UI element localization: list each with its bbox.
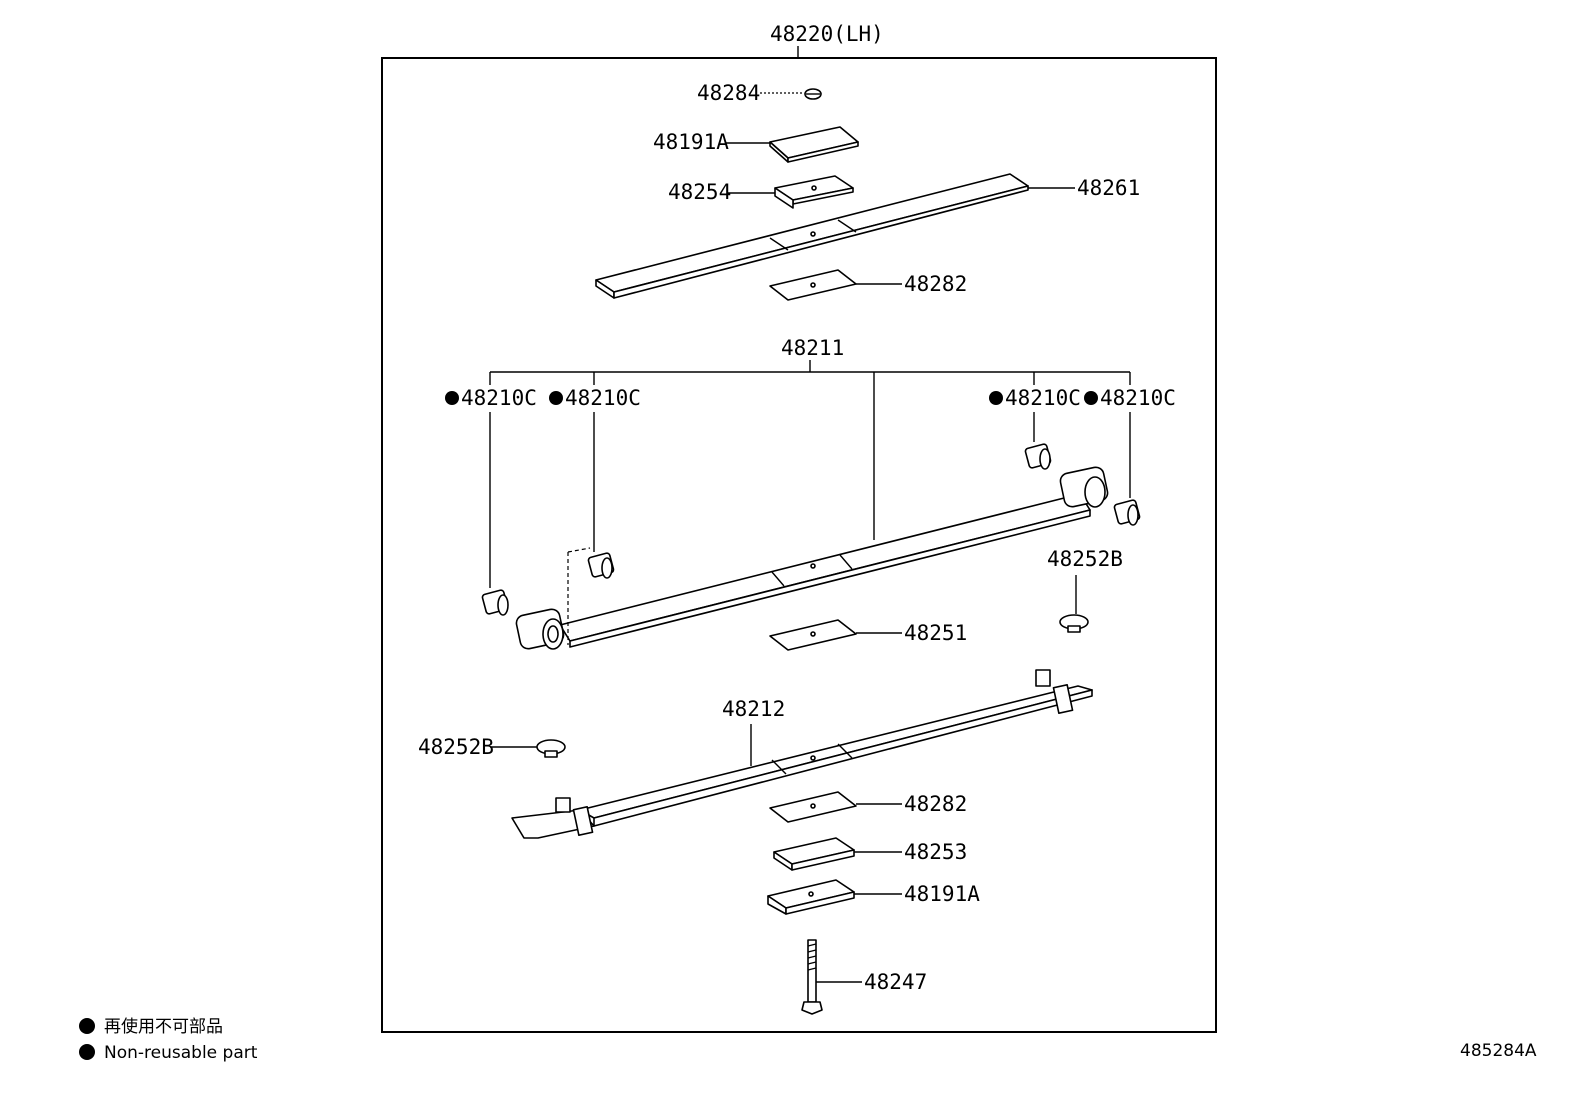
callout-48212: 48212 — [722, 697, 785, 721]
legend-english: Non-reusable part — [104, 1043, 258, 1063]
non-reusable-mark-4 — [1084, 391, 1098, 405]
callout-48282-top: 48282 — [904, 272, 967, 296]
part-48191A-top-pad — [769, 126, 859, 163]
part-48211-main-leaf — [515, 466, 1109, 650]
callout-48253: 48253 — [904, 840, 967, 864]
part-48254-plate — [774, 175, 854, 209]
callout-48252B-left: 48252B — [418, 735, 494, 759]
callout-48211: 48211 — [781, 336, 844, 360]
assembly-frame — [381, 57, 1217, 1033]
part-48282-bottom-pad — [769, 791, 857, 823]
legend-bullet-1 — [79, 1018, 95, 1034]
assembly-label: 48220(LH) — [770, 22, 884, 46]
part-48210C-bushing-3 — [1024, 443, 1052, 470]
part-48282-top-pad — [769, 269, 857, 301]
callout-48254: 48254 — [668, 180, 731, 204]
part-48210C-bushing-2 — [587, 552, 615, 579]
callout-48284: 48284 — [697, 81, 760, 105]
part-48252B-left-cushion — [536, 739, 566, 758]
legend-bullet-2 — [79, 1044, 95, 1060]
part-48252B-right-cushion — [1059, 614, 1089, 633]
callout-48247: 48247 — [864, 970, 927, 994]
callout-48210C-3: 48210C — [1005, 386, 1081, 410]
non-reusable-mark-2 — [549, 391, 563, 405]
callout-48282-bottom: 48282 — [904, 792, 967, 816]
part-48210C-bushing-1 — [481, 589, 509, 616]
part-48253-plate — [773, 837, 855, 871]
non-reusable-mark-1 — [445, 391, 459, 405]
part-48284-nut — [804, 88, 822, 100]
callout-48210C-4: 48210C — [1100, 386, 1176, 410]
part-48212-leaf — [511, 669, 1093, 839]
callout-48191A-bottom: 48191A — [904, 882, 980, 906]
part-48261-leaf — [595, 173, 1029, 299]
non-reusable-mark-3 — [989, 391, 1003, 405]
callout-48210C-2: 48210C — [565, 386, 641, 410]
part-48210C-bushing-4 — [1113, 499, 1141, 526]
callout-48210C-1: 48210C — [461, 386, 537, 410]
callout-48191A-top: 48191A — [653, 130, 729, 154]
part-48191A-bottom-pad — [767, 879, 855, 915]
part-48247-bolt — [801, 939, 823, 1015]
legend-japanese: 再使用不可部品 — [104, 1016, 223, 1037]
callout-48261: 48261 — [1077, 176, 1140, 200]
callout-48252B-right: 48252B — [1047, 547, 1123, 571]
callout-48251: 48251 — [904, 621, 967, 645]
figure-code: 485284A — [1460, 1041, 1537, 1061]
part-48251-pad — [769, 619, 857, 651]
